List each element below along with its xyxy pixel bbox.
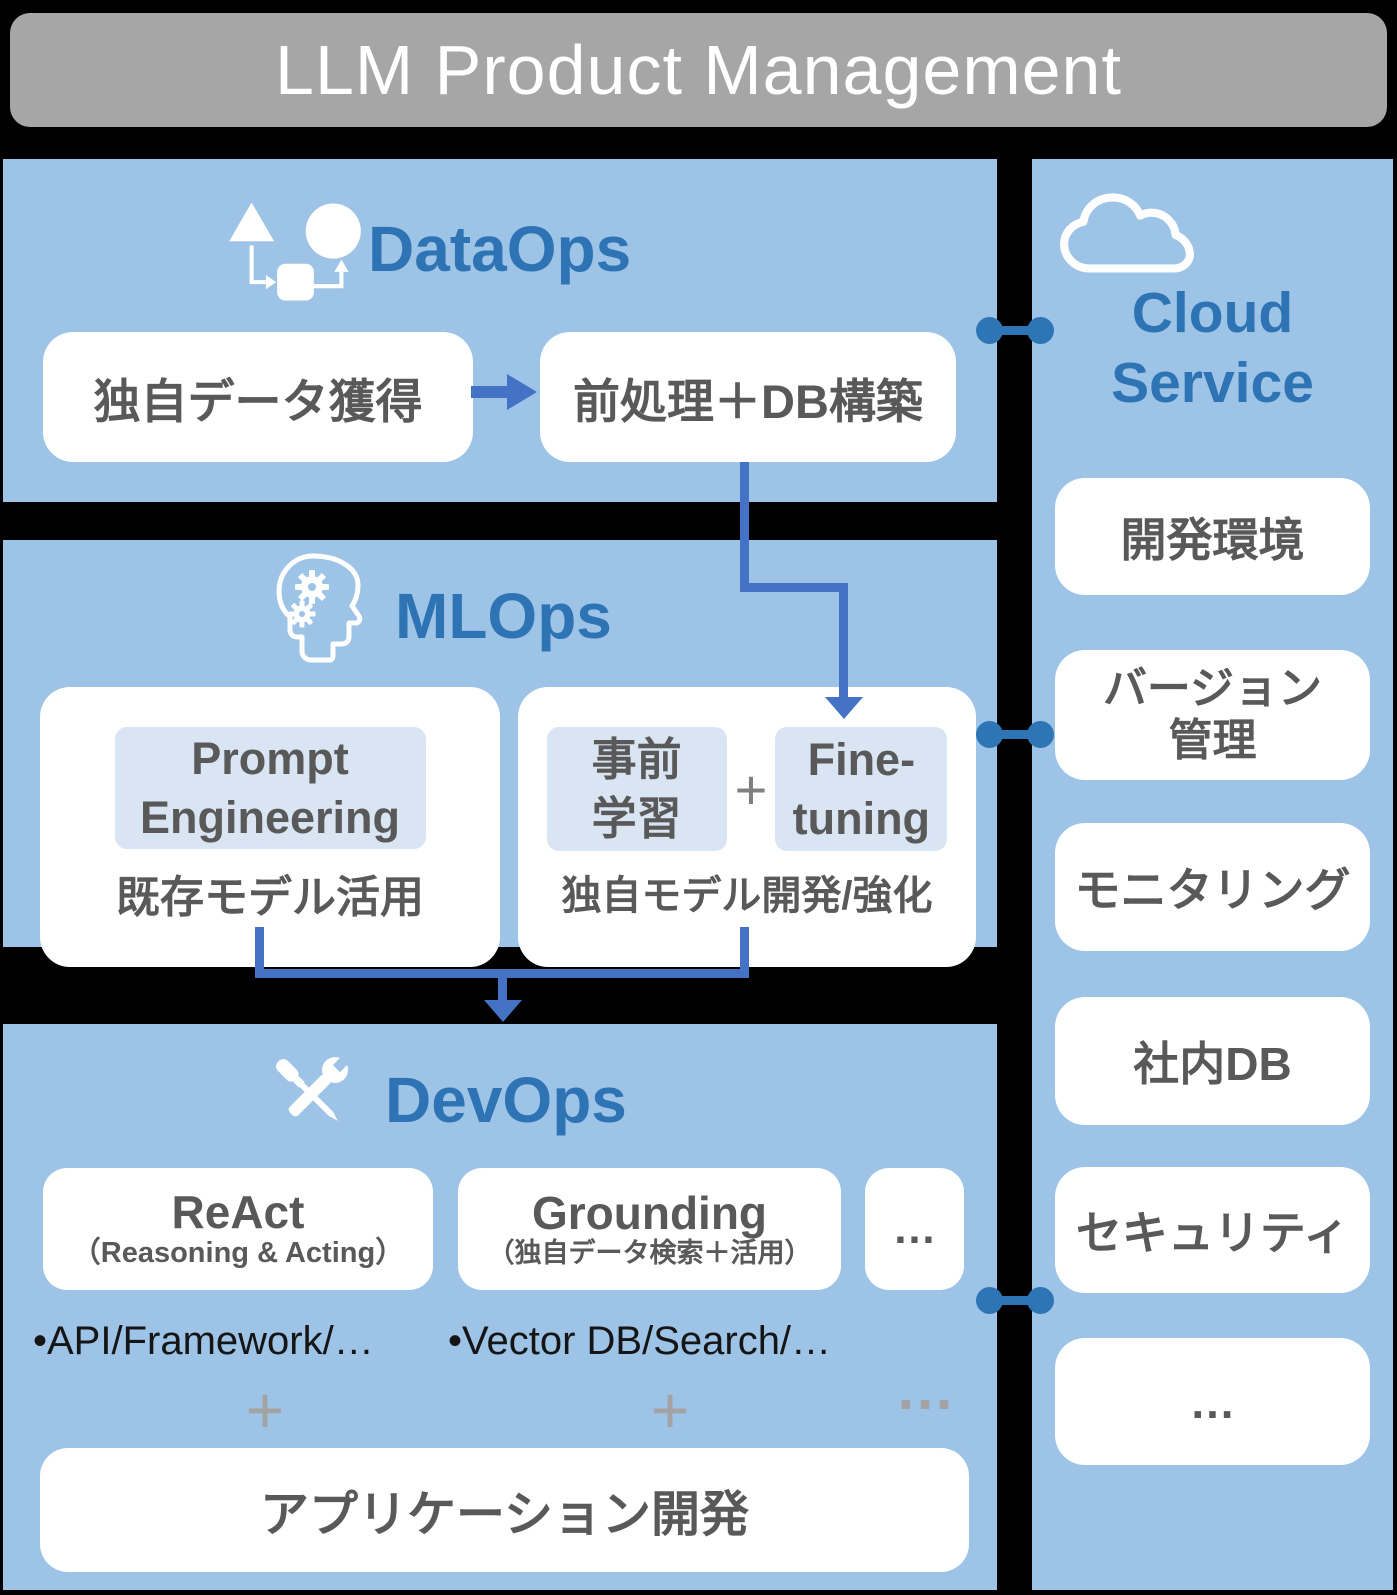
own-model-caption: 独自モデル開発/強化 xyxy=(561,874,933,918)
down-arrow-icon xyxy=(825,697,863,719)
pretrain-finetune-row: 事前 学習 + Fine- tuning xyxy=(546,727,948,851)
crossed-tools-icon xyxy=(259,1044,363,1144)
cloud-box-monitoring: モニタリング xyxy=(1055,823,1370,951)
cloud-box-security: セキュリティ xyxy=(1055,1167,1370,1293)
mlops-panel: MLOps Prompt Engineering 既存モデル活用 事前 学習 +… xyxy=(3,540,997,967)
link-node-icon xyxy=(976,317,1003,344)
dataops-box-preprocess-db: 前処理＋DB構築 xyxy=(540,332,956,462)
plus-sign: + xyxy=(734,757,768,821)
link-line xyxy=(984,730,1042,739)
right-arrow-icon xyxy=(507,374,537,410)
right-arrow-shaft xyxy=(471,386,513,398)
fine-tuning-chip: Fine- tuning xyxy=(775,727,948,851)
cloud-box-internal-db: 社内DB xyxy=(1055,997,1370,1125)
mlops-title: MLOps xyxy=(395,580,612,652)
pretraining-chip: 事前 学習 xyxy=(546,727,727,851)
plus-sign: + xyxy=(650,1373,690,1447)
cloud-box-version-control: バージョン 管理 xyxy=(1055,650,1370,780)
devops-panel: DevOps ReAct （Reasoning & Acting） Ground… xyxy=(3,1024,997,1590)
security-label: セキュリティ xyxy=(1075,1207,1350,1259)
link-line xyxy=(984,326,1042,335)
react-subtitle: （Reasoning & Acting） xyxy=(71,1236,405,1269)
mlops-to-devops-connector-segment xyxy=(255,927,264,978)
plus-sign: + xyxy=(245,1373,285,1447)
devops-card-react: ReAct （Reasoning & Acting） xyxy=(43,1168,433,1290)
devops-card-more: … xyxy=(865,1168,964,1290)
dataops-box-preprocess-db-label: 前処理＋DB構築 xyxy=(573,374,923,428)
cloud-box-more: … xyxy=(1055,1338,1370,1465)
devops-title: DevOps xyxy=(385,1064,627,1136)
brain-gears-icon xyxy=(268,550,372,672)
cloud-service-panel: Cloud Service 開発環境 バージョン 管理 モニタリング 社内DB … xyxy=(1032,159,1393,1590)
mlops-card-existing-model: Prompt Engineering 既存モデル活用 xyxy=(40,687,500,967)
dataops-box-data-acquisition-label: 独自データ獲得 xyxy=(93,374,423,428)
cloud-box-dev-environment: 開発環境 xyxy=(1055,478,1370,595)
diagram-title: LLM Product Management xyxy=(275,31,1122,109)
dataops-to-mlops-connector-segment xyxy=(740,462,749,592)
react-title: ReAct xyxy=(171,1186,305,1239)
link-line xyxy=(984,1296,1042,1305)
application-development-box: アプリケーション開発 xyxy=(40,1448,969,1572)
mlops-to-devops-connector-segment xyxy=(498,969,507,1002)
dataops-to-mlops-connector-segment xyxy=(839,583,848,697)
devops-card-grounding: Grounding （独自データ検索＋活用） xyxy=(458,1168,841,1290)
link-node-icon xyxy=(976,721,1003,748)
link-node-icon xyxy=(1027,317,1054,344)
api-framework-bullet: •API/Framework/… xyxy=(33,1319,374,1363)
grounding-subtitle: （独自データ検索＋活用） xyxy=(487,1237,812,1268)
monitoring-label: モニタリング xyxy=(1074,864,1351,916)
link-node-icon xyxy=(976,1287,1003,1314)
application-development-label: アプリケーション開発 xyxy=(259,1487,750,1542)
mlops-to-devops-connector-segment xyxy=(740,927,749,978)
down-arrow-icon xyxy=(484,1000,522,1022)
cloud-icon xyxy=(1056,187,1198,281)
link-node-icon xyxy=(1027,1287,1054,1314)
prompt-engineering-chip: Prompt Engineering xyxy=(114,727,426,849)
grounding-title: Grounding xyxy=(531,1187,768,1240)
dataops-title: DataOps xyxy=(368,213,632,285)
cloud-more-dots: … xyxy=(1189,1375,1236,1428)
flowchart-icon xyxy=(221,199,369,304)
dev-environment-label: 開発環境 xyxy=(1120,513,1305,566)
dataops-to-mlops-connector-segment xyxy=(740,583,848,592)
diagram-title-bar: LLM Product Management xyxy=(10,13,1387,127)
ellipsis: … xyxy=(895,1355,955,1422)
dataops-panel: DataOps 独自データ獲得 前処理＋DB構築 xyxy=(3,159,997,502)
version-control-label: バージョン 管理 xyxy=(1102,664,1323,765)
internal-db-label: 社内DB xyxy=(1133,1038,1292,1090)
dataops-box-data-acquisition: 独自データ獲得 xyxy=(43,332,473,462)
cloud-service-title: Cloud Service xyxy=(1111,281,1314,415)
mlops-card-own-model: 事前 学習 + Fine- tuning 独自モデル開発/強化 xyxy=(518,687,976,967)
existing-model-caption: 既存モデル活用 xyxy=(116,873,424,922)
link-node-icon xyxy=(1027,721,1054,748)
more-dots: … xyxy=(892,1204,937,1253)
vector-db-bullet: •Vector DB/Search/… xyxy=(448,1319,832,1363)
